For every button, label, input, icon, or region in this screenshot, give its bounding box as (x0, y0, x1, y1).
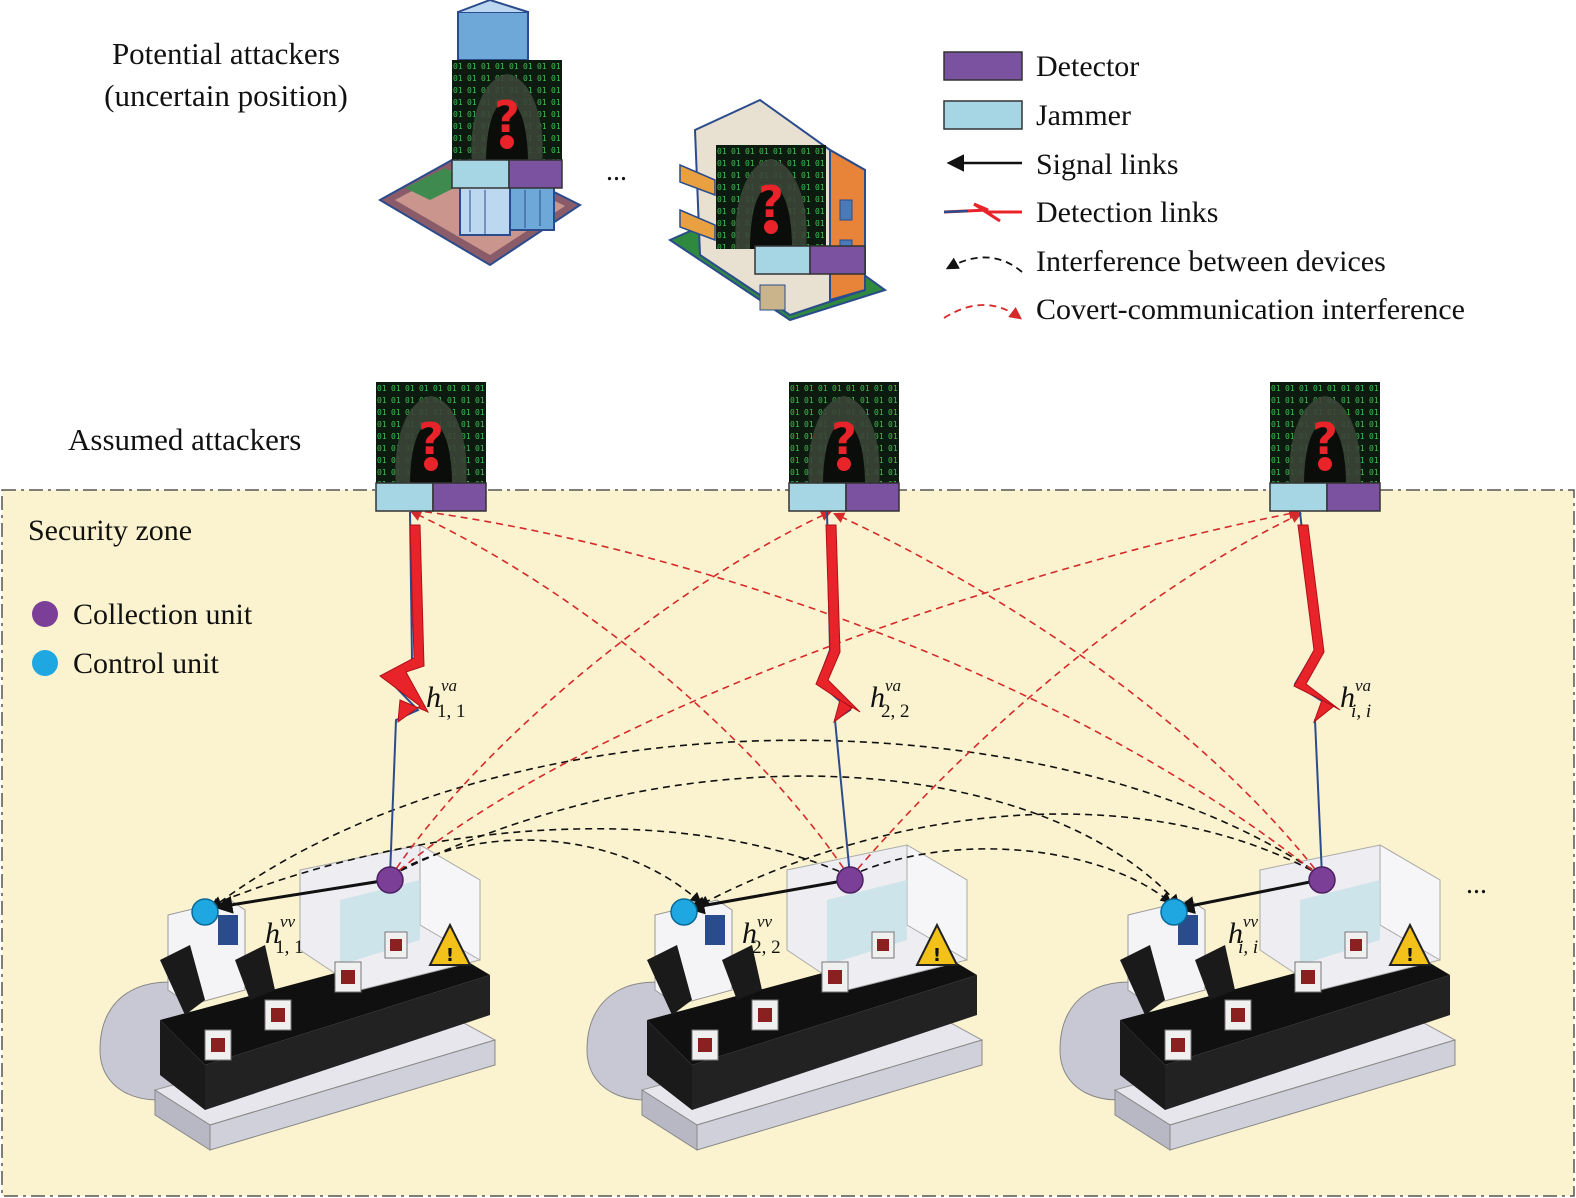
interference-link (209, 827, 851, 907)
signal-links (214, 878, 1321, 915)
ellipsis-right: ... (1466, 869, 1487, 900)
jammer-block (451, 159, 510, 189)
potential-attackers-sublabel: (uncertain position) (104, 78, 348, 113)
security-zone-label: Security zone (28, 514, 192, 547)
covert-interference-links (389, 505, 1323, 879)
legend-detector-swatch (943, 51, 1023, 81)
legend-covert-arrow (943, 304, 1023, 320)
potential-attacker-2 (716, 145, 866, 275)
jammer-block (1269, 482, 1328, 512)
legend-covert-label: Covert-communication interference (1036, 293, 1465, 326)
covert-link (832, 512, 1323, 879)
covert-link (409, 505, 1323, 879)
control-unit-legend-dot (32, 650, 58, 676)
legend: Detector Jammer Signal links Detection l… (943, 50, 1465, 326)
detector-block (508, 159, 563, 189)
interference-link (210, 739, 1323, 910)
detection-link-1 (382, 511, 420, 877)
control-unit-2 (670, 898, 698, 926)
legend-interference-arrow (945, 256, 1023, 273)
legend-detection-label: Detection links (1036, 196, 1218, 229)
collection-unit-i (1308, 866, 1336, 894)
potential-attackers-label: Potential attackers (112, 36, 340, 71)
assumed-attacker-2 (788, 382, 900, 512)
covert-link (849, 512, 1303, 879)
detector-block (845, 482, 900, 512)
signal-link-i (1176, 878, 1321, 915)
signal-link-1 (214, 878, 389, 914)
collection-unit-label: Collection unit (73, 598, 253, 631)
interference-link (698, 813, 1323, 907)
collection-unit-legend-dot (32, 601, 58, 627)
detector-block (1326, 482, 1381, 512)
jammer-block (754, 245, 811, 275)
legend-detection-bolt (943, 202, 1022, 223)
control-unit-1 (191, 898, 219, 926)
legend-jammer-swatch (943, 100, 1023, 130)
legend-signal-label: Signal links (1036, 148, 1179, 181)
signal-link-2 (686, 878, 849, 915)
collection-unit-2 (836, 866, 864, 894)
interference-link (389, 775, 1180, 906)
assumed-attackers-label: Assumed attackers (68, 422, 301, 457)
collection-unit-1 (376, 866, 404, 894)
jammer-block (788, 482, 847, 512)
jammer-block (375, 482, 434, 512)
assumed-attacker-1 (375, 382, 487, 512)
detection-links (379, 511, 1341, 877)
assumed-attacker-i (1269, 382, 1381, 512)
control-unit-i (1160, 898, 1188, 926)
covert-link (409, 510, 851, 879)
legend-jammer-label: Jammer (1036, 99, 1131, 132)
legend-interference-label: Interference between devices (1036, 245, 1386, 278)
conveyor-device-1: ! (99, 844, 497, 1151)
ellipsis-top: ... (606, 156, 627, 187)
detector-block (809, 245, 866, 275)
svg-text:!: ! (446, 945, 454, 966)
legend-detector-label: Detector (1036, 50, 1139, 83)
device-interference-links (209, 739, 1323, 910)
detector-block (432, 482, 487, 512)
covert-link (389, 510, 833, 879)
control-unit-label: Control unit (73, 647, 220, 680)
potential-attacker-1 (451, 60, 563, 189)
tower-building (377, 0, 582, 267)
interference-link (849, 848, 1172, 904)
